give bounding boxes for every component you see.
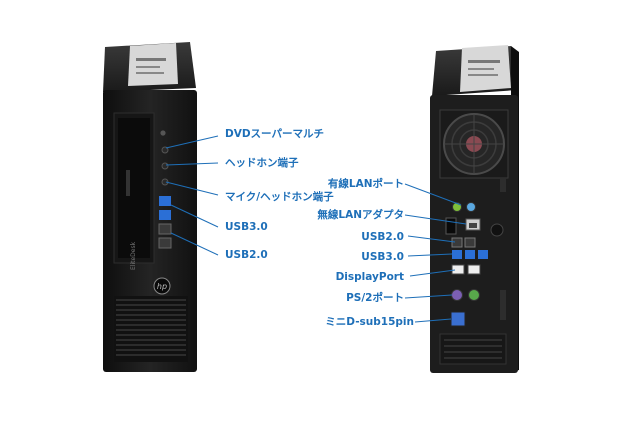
label-displayport: DisplayPort [335, 271, 404, 283]
label-ps2: PS/2ポート [346, 292, 404, 304]
label-rear-usb2: USB2.0 [361, 231, 404, 243]
rear-sticker [460, 45, 511, 92]
label-dsub: ミニD-sub15pin [325, 316, 414, 328]
headphone-jack [161, 146, 169, 154]
front-callout-lines [165, 135, 219, 256]
power-led [160, 130, 166, 136]
ps2-mouse-port [468, 289, 480, 301]
front-usb3-port-1 [159, 196, 171, 206]
expansion-slot [439, 333, 507, 365]
rear-callout-lines [404, 183, 467, 323]
rear-usb3-port-2 [465, 250, 475, 259]
label-lan: 有線LANポート [327, 178, 404, 190]
label-mic-headphone: マイク/ヘッドホン端子 [225, 191, 334, 203]
svg-text:hp: hp [157, 282, 167, 291]
label-front-usb3: USB3.0 [225, 221, 268, 233]
top-sticker [128, 43, 178, 86]
front-usb3-port-2 [159, 210, 171, 220]
front-pc: hp EliteDesk [103, 42, 197, 372]
displayport-2 [467, 264, 481, 275]
vga-port [450, 311, 466, 327]
rear-usb3-port-1 [452, 250, 462, 259]
displayport-1 [451, 264, 465, 275]
model-name: EliteDesk [130, 241, 137, 270]
hp-logo: hp [153, 277, 171, 295]
front-usb2-port-1 [158, 223, 172, 235]
fan-icon [439, 109, 509, 179]
rear-usb2-port-2 [464, 237, 476, 248]
antenna [490, 223, 504, 237]
ps2-keyboard-port [451, 289, 463, 301]
label-dvd: DVDスーパーマルチ [225, 128, 324, 140]
front-vents [114, 296, 188, 362]
label-front-usb2: USB2.0 [225, 249, 268, 261]
line-in-jack [466, 202, 476, 212]
front-usb2-port-2 [158, 237, 172, 249]
mic-jack [161, 162, 169, 170]
label-rear-usb3: USB3.0 [361, 251, 404, 263]
label-headphone: ヘッドホン端子 [225, 157, 299, 169]
wlan-adapter [445, 217, 457, 235]
rear-pc [430, 45, 519, 373]
rear-usb3-port-3 [478, 250, 488, 259]
rear-usb2-port-1 [451, 237, 463, 248]
label-wlan: 無線LANアダプタ [317, 209, 404, 221]
